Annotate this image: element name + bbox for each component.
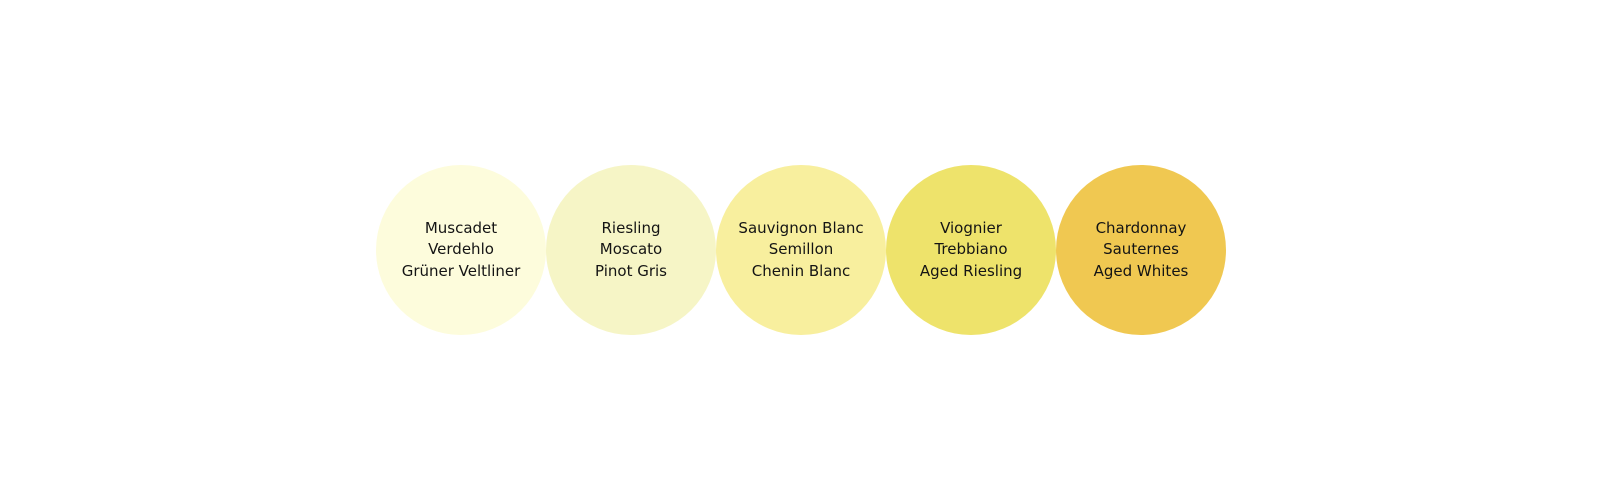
- wine-name: Chardonnay: [1095, 218, 1187, 237]
- wine-name: Aged Riesling: [919, 261, 1023, 280]
- wine-name: Riesling: [601, 218, 661, 237]
- wine-name: Grüner Veltliner: [401, 261, 521, 280]
- wine-name: Sauternes: [1103, 240, 1179, 259]
- wine-name: Pinot Gris: [595, 261, 667, 280]
- wine-name: Trebbiano: [934, 240, 1008, 259]
- wine-group-circle-1: Muscadet Verdehlo Grüner Veltliner: [376, 165, 546, 335]
- wine-name: Sauvignon Blanc: [738, 218, 864, 237]
- wine-group-circle-4: Viognier Trebbiano Aged Riesling: [886, 165, 1056, 335]
- wine-name: Moscato: [599, 240, 663, 259]
- wine-group-circle-5: Chardonnay Sauternes Aged Whites: [1056, 165, 1226, 335]
- wine-group-circle-2: Riesling Moscato Pinot Gris: [546, 165, 716, 335]
- wine-name: Chenin Blanc: [751, 261, 851, 280]
- wine-name: Semillon: [768, 240, 834, 259]
- wine-name: Muscadet: [424, 218, 498, 237]
- wine-name: Viognier: [940, 218, 1002, 237]
- wine-name: Verdehlo: [428, 240, 494, 259]
- wine-name: Aged Whites: [1093, 261, 1189, 280]
- wine-group-circle-3: Sauvignon Blanc Semillon Chenin Blanc: [716, 165, 886, 335]
- wine-color-scale: Muscadet Verdehlo Grüner Veltliner Riesl…: [376, 165, 1228, 335]
